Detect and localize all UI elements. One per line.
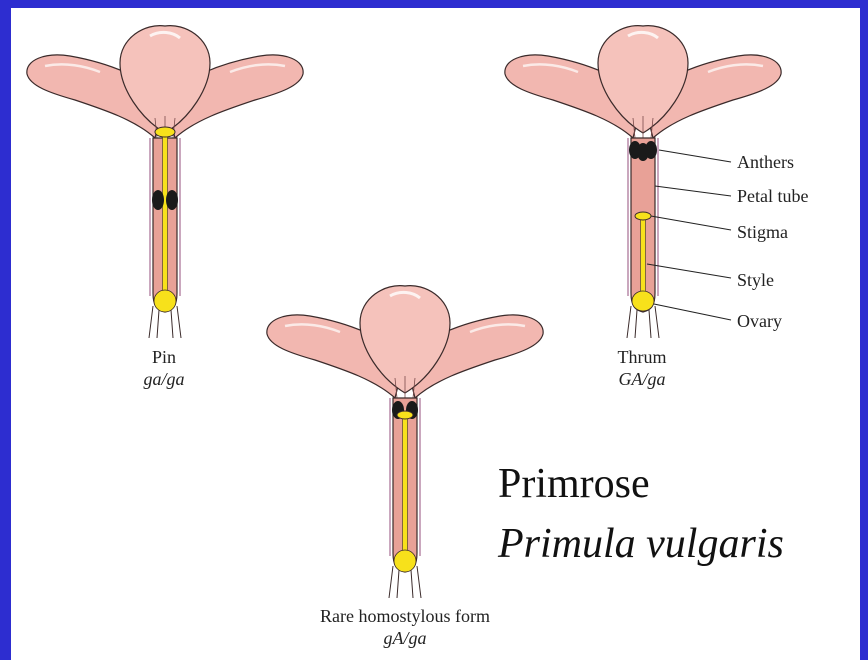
ovary-label: Ovary xyxy=(737,310,782,332)
pin-flower xyxy=(27,26,303,338)
thrum-flower xyxy=(505,26,781,338)
pin-genotype: ga/ga xyxy=(143,368,184,390)
scientific-name: Primula vulgaris xyxy=(498,520,784,568)
homostylous-label: Rare homostylous form xyxy=(320,605,490,627)
thrum-genotype: GA/ga xyxy=(619,368,666,390)
leader-lines xyxy=(647,150,731,320)
pin-label: Pin xyxy=(152,346,176,368)
thrum-label: Thrum xyxy=(618,346,667,368)
style-label: Style xyxy=(737,269,774,291)
homostylous-genotype: gA/ga xyxy=(384,627,427,649)
slide-canvas: Pin ga/ga Thrum GA/ga Anthers Petal tube… xyxy=(11,8,860,660)
stigma-label: Stigma xyxy=(737,221,788,243)
common-name: Primrose xyxy=(498,460,650,508)
petal-tube-label: Petal tube xyxy=(737,185,808,207)
anthers-label: Anthers xyxy=(737,151,794,173)
